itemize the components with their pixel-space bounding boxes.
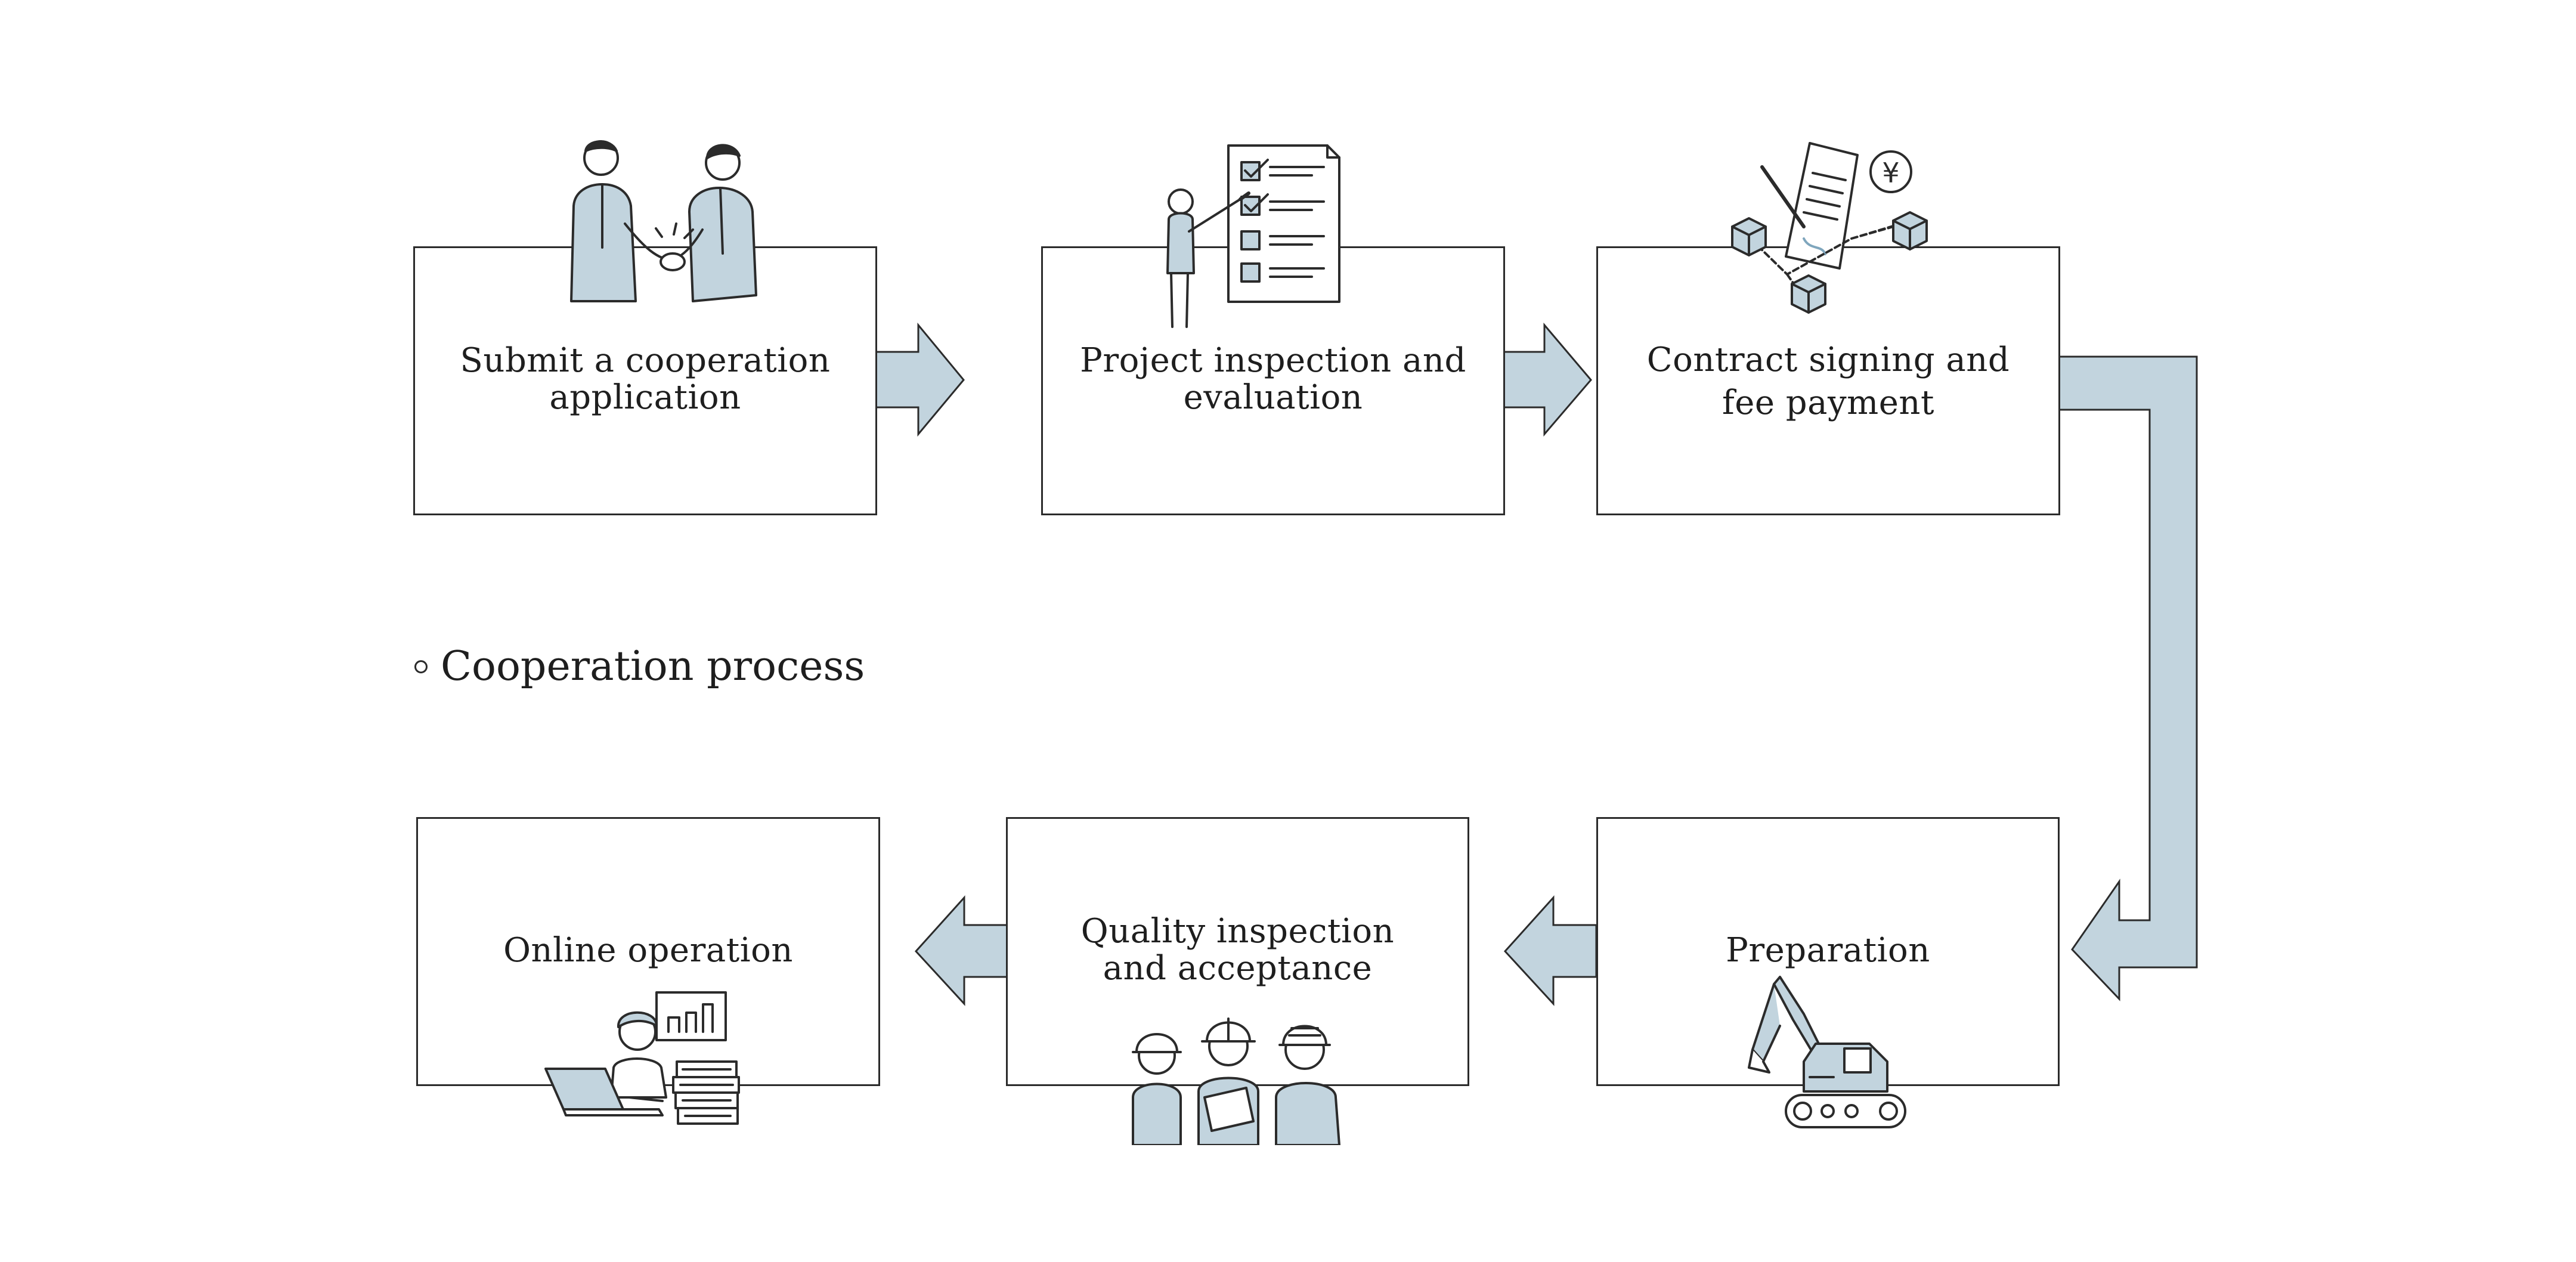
section-heading: Cooperation process — [414, 643, 865, 691]
arrow-step1-to-step2 — [875, 322, 965, 437]
step-label: Submit a cooperation application — [460, 341, 831, 417]
heading-bullet — [414, 660, 428, 673]
checklist-icon — [1151, 142, 1348, 333]
handshake-icon — [555, 134, 769, 304]
step-label: Preparation — [1726, 931, 1930, 970]
step-label: Quality inspection and acceptance — [1080, 912, 1395, 988]
arrow-step2-to-step3 — [1503, 322, 1592, 437]
contract-blockchain-icon: ¥ — [1720, 137, 1941, 328]
engineers-icon — [1115, 1008, 1354, 1145]
step-box-project-inspection: Project inspection and evaluation — [1041, 246, 1505, 515]
arrow-step4-to-step5 — [1503, 895, 1597, 1006]
heading-title: Cooperation process — [441, 643, 865, 690]
step-box-submit-application: Submit a cooperation application — [413, 246, 877, 515]
step-label: Project inspection and evaluation — [1080, 341, 1466, 417]
step-box-contract-signing: Contract signing and fee payment — [1596, 246, 2060, 515]
step-label: Online operation — [503, 931, 793, 970]
arrow-step5-to-step6 — [914, 895, 1008, 1006]
arrow-step3-to-step4 — [2058, 355, 2198, 1001]
step-label: Contract signing and fee payment — [1646, 341, 2010, 422]
laptop-operator-icon — [540, 990, 748, 1127]
svg-text:¥: ¥ — [1882, 157, 1899, 189]
excavator-icon — [1744, 972, 1923, 1136]
